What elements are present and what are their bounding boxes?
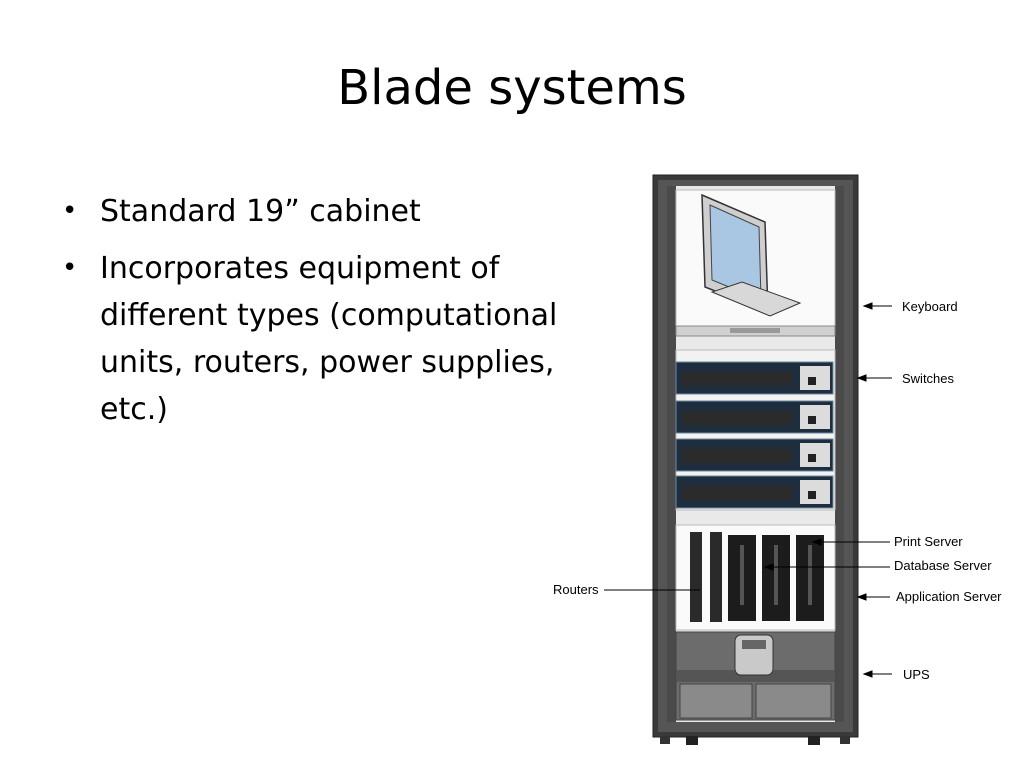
bullet-item: • Incorporates equipment of different ty… [58, 245, 558, 433]
label-print-server: Print Server [894, 534, 963, 549]
switch-module [675, 475, 834, 509]
bullet-dot-icon: • [62, 196, 78, 226]
ups-unit [675, 631, 836, 721]
bullet-text: Incorporates equipment of different type… [100, 251, 558, 427]
rack-diagram: Keyboard Switches Print Server Database … [553, 174, 1002, 745]
label-ups: UPS [903, 667, 930, 682]
bullet-text: Standard 19” cabinet [100, 194, 421, 229]
servers-unit [675, 524, 836, 631]
switches-unit [675, 349, 836, 511]
label-switches: Switches [902, 371, 955, 386]
switch-module [675, 438, 834, 472]
bullet-dot-icon: • [62, 253, 78, 283]
bullet-item: • Standard 19” cabinet [58, 188, 558, 235]
slide-title: Blade systems [337, 60, 687, 116]
label-database-server: Database Server [894, 558, 992, 573]
switch-module [675, 361, 834, 395]
label-routers: Routers [553, 582, 599, 597]
monitor-unit [675, 189, 836, 337]
bullet-list: • Standard 19” cabinet • Incorporates eq… [58, 188, 558, 443]
label-application-server: Application Server [896, 589, 1002, 604]
switch-module [675, 400, 834, 434]
callout-arrows [604, 302, 892, 678]
label-keyboard: Keyboard [902, 299, 958, 314]
